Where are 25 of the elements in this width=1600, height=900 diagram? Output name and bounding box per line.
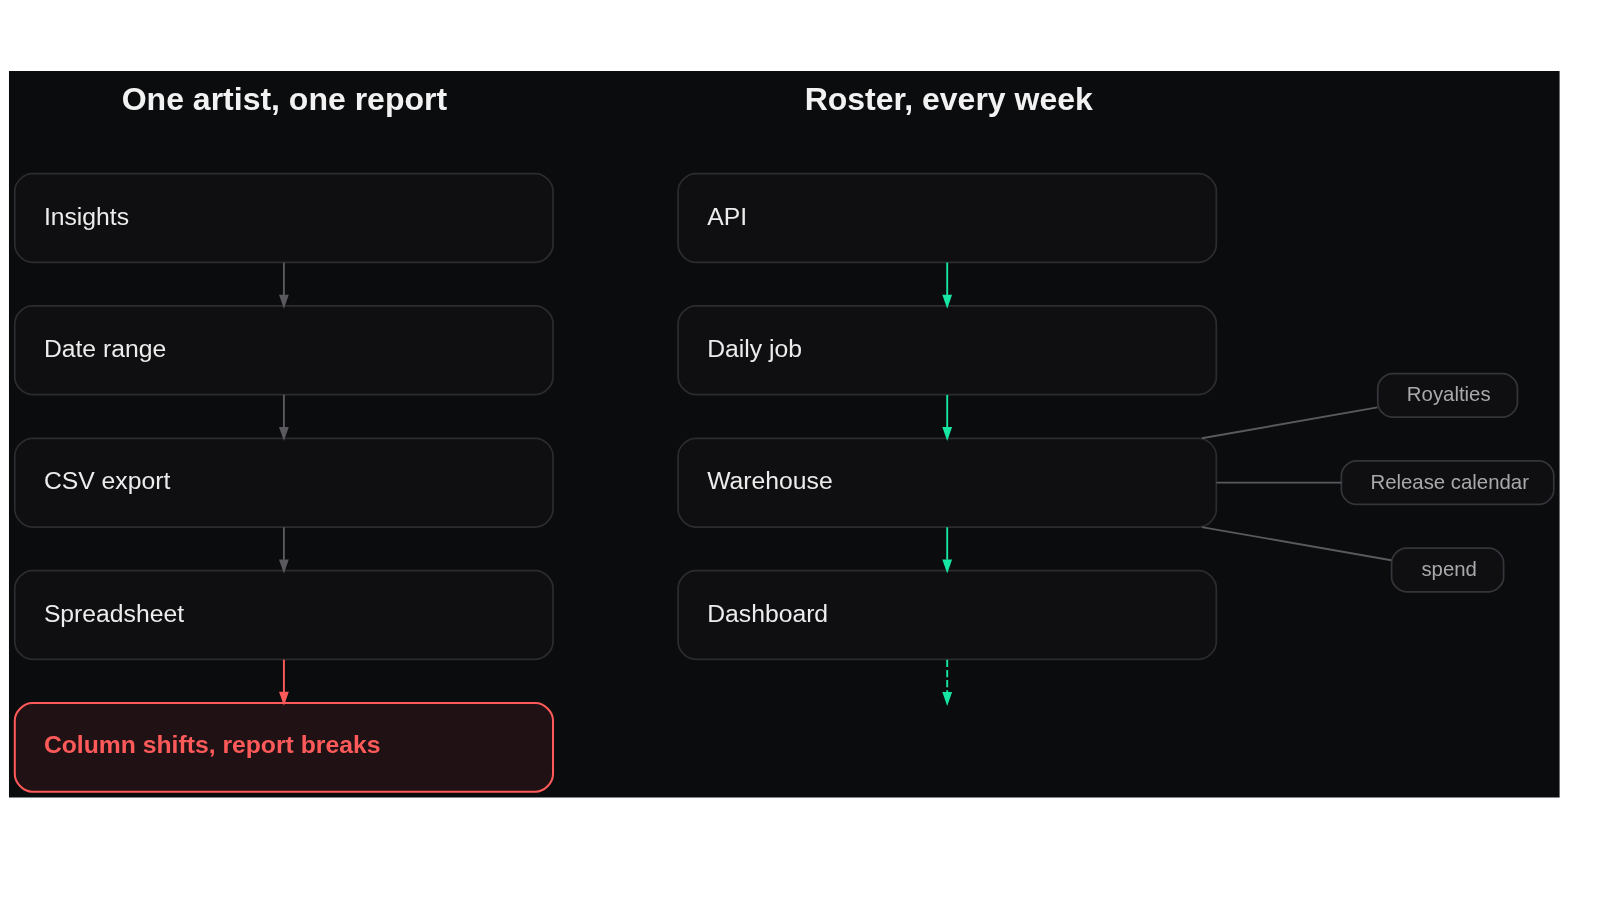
node-box: Release calendar bbox=[1340, 459, 1555, 506]
arrow bbox=[942, 394, 953, 442]
node-box: spend bbox=[1390, 547, 1505, 593]
node-box: API bbox=[677, 172, 1218, 264]
arrow bbox=[942, 526, 953, 574]
label: Roster, every week bbox=[804, 80, 1093, 117]
node-box: Spreadsheet bbox=[13, 569, 554, 661]
arrow bbox=[279, 261, 289, 309]
connector bbox=[1200, 526, 1393, 562]
node-box: Column shifts, report breaks bbox=[13, 702, 555, 793]
arrow bbox=[279, 526, 289, 574]
arrow bbox=[942, 658, 953, 706]
connector bbox=[1215, 481, 1343, 484]
arrow bbox=[279, 394, 289, 442]
arrow bbox=[942, 261, 953, 309]
node-box: Warehouse bbox=[677, 437, 1218, 528]
node-box: CSV export bbox=[13, 437, 554, 528]
node-box: Royalties bbox=[1376, 372, 1519, 419]
node-box: Dashboard bbox=[677, 569, 1218, 661]
node-box: Date range bbox=[13, 305, 554, 396]
arrow bbox=[279, 658, 289, 706]
connector bbox=[1200, 406, 1379, 440]
label: One artist, one report bbox=[121, 80, 448, 117]
node-box: Insights bbox=[13, 172, 554, 264]
node-box: Daily job bbox=[677, 305, 1218, 396]
